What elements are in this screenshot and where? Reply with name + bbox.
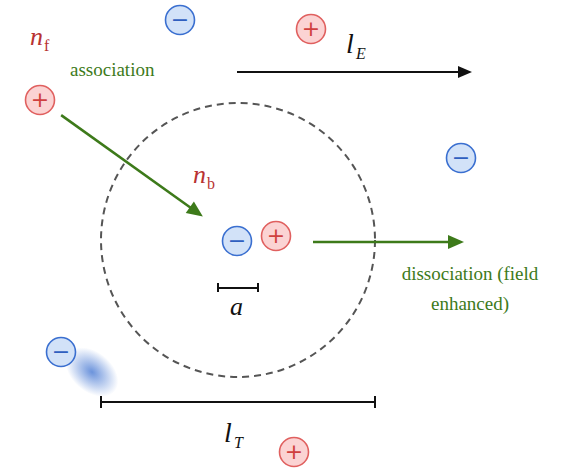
density-symbol: n [193, 162, 206, 188]
charge-sign: − [45, 336, 77, 368]
charge-sign: − [164, 4, 196, 36]
ion: + [278, 436, 310, 468]
ion: + [260, 220, 292, 252]
thermal-length-bar [101, 396, 375, 408]
ion: − [164, 4, 196, 36]
charge-sign: + [260, 220, 292, 252]
size-symbol: a [230, 294, 243, 320]
length-symbol: l [346, 30, 354, 58]
process-arrow [61, 115, 203, 216]
charge-sign: + [295, 13, 327, 45]
dissociation-arrow [313, 235, 464, 249]
field-length-arrow [237, 66, 472, 78]
length-symbol: l [224, 419, 232, 447]
subscript: f [44, 38, 49, 54]
ion: − [445, 142, 477, 174]
ion: + [24, 84, 56, 116]
charge-sign: + [278, 436, 310, 468]
density-symbol: n [30, 24, 43, 50]
charge-sign: − [445, 142, 477, 174]
ion: + [295, 13, 327, 45]
charge-sign: − [221, 225, 253, 257]
subscript: b [207, 176, 215, 192]
ion: − [45, 336, 77, 368]
edge-label: association [70, 60, 154, 79]
process-label: dissociation (field enhanced) [400, 259, 540, 320]
size-bar [218, 283, 258, 292]
subscript: E [356, 46, 366, 62]
charge-sign: + [24, 84, 56, 116]
subscript: T [234, 435, 243, 451]
ion: − [221, 225, 253, 257]
capture-radius [101, 103, 375, 377]
